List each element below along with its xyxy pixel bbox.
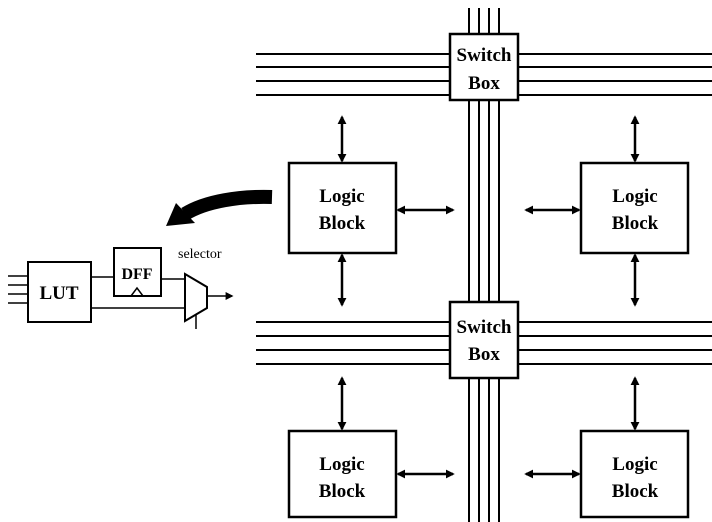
lut-box xyxy=(27,261,92,323)
logic-block-label-line1: Logic xyxy=(612,186,657,207)
logic-block-bottom-left: Logic Block xyxy=(287,429,398,519)
switch-box-top: Switch Box xyxy=(448,32,520,102)
logic-block-bottom-right: Logic Block xyxy=(579,429,690,519)
selector-label: selector xyxy=(178,247,222,262)
switch-box-bottom: Switch Box xyxy=(448,300,520,380)
lut-input-lines xyxy=(8,275,29,304)
logic-block-label-line2: Block xyxy=(612,213,659,234)
switch-box-label-line2: Box xyxy=(468,73,500,94)
switch-box-label-line2: Box xyxy=(468,344,500,365)
logic-block-label-line2: Block xyxy=(319,481,366,502)
logic-block-top-right: Logic Block xyxy=(579,161,690,255)
zoom-arrow-icon xyxy=(166,189,273,226)
lut-label: LUT xyxy=(39,283,78,304)
logic-block-top-left: Logic Block xyxy=(287,161,398,255)
logic-block-label-line1: Logic xyxy=(319,454,364,475)
logic-block-label-line2: Block xyxy=(319,213,366,234)
logic-block-label-line2: Block xyxy=(612,481,659,502)
dff-clock-symbol xyxy=(130,286,144,297)
connection-arrows xyxy=(337,115,640,479)
dff-box xyxy=(113,247,162,297)
selector-mux xyxy=(184,272,208,323)
switch-box-label-line1: Switch xyxy=(457,45,512,66)
switch-box-label-line1: Switch xyxy=(457,317,512,338)
logic-block-detail xyxy=(8,247,234,329)
logic-block-label-line1: Logic xyxy=(612,454,657,475)
logic-block-label-line1: Logic xyxy=(319,186,364,207)
dff-label: DFF xyxy=(121,266,152,283)
